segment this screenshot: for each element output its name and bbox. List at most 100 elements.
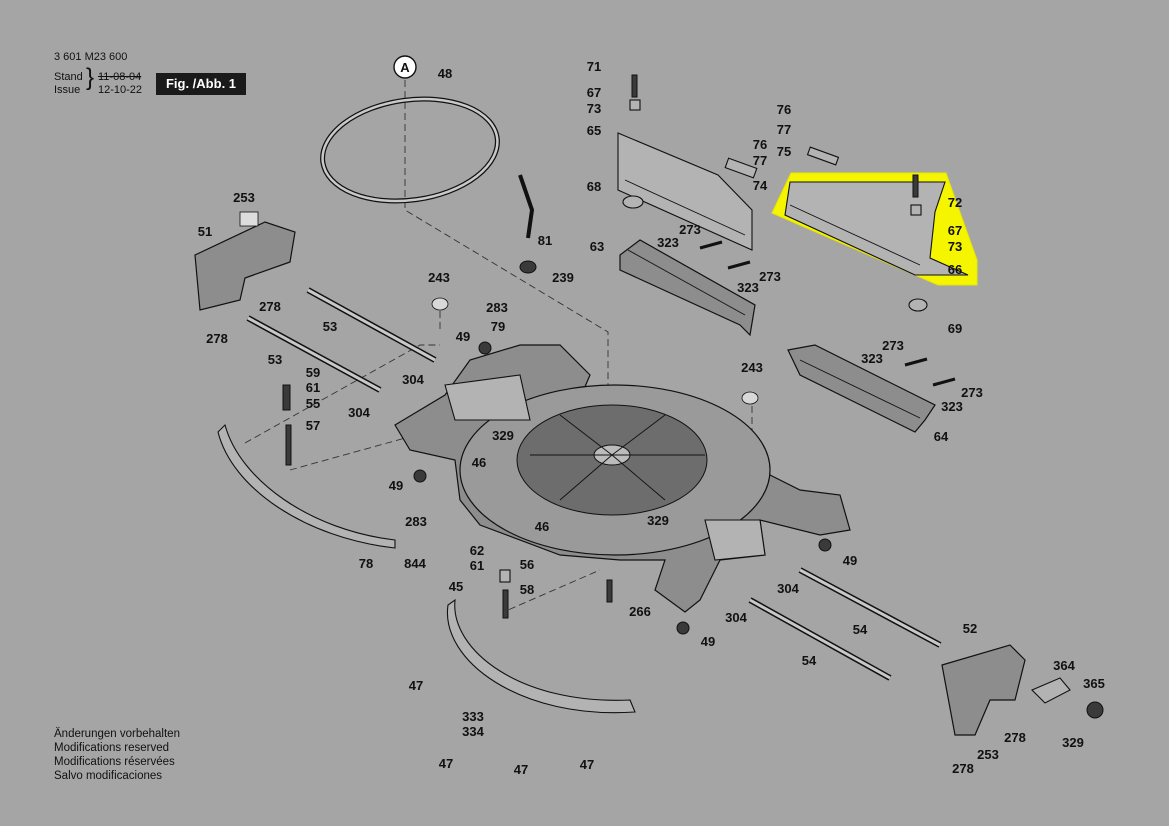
part-label-62: 62 bbox=[470, 543, 484, 558]
part-label-46: 46 bbox=[472, 455, 486, 470]
part-label-77: 77 bbox=[753, 153, 767, 168]
part-label-304: 304 bbox=[777, 581, 799, 596]
part-63-rail bbox=[619, 239, 756, 337]
part-label-364: 364 bbox=[1053, 658, 1075, 673]
footer-line-es: Salvo modificaciones bbox=[54, 770, 163, 782]
part-label-273: 273 bbox=[961, 385, 983, 400]
part-label-273: 273 bbox=[882, 338, 904, 353]
part-label-239: 239 bbox=[552, 270, 574, 285]
part-label-278: 278 bbox=[206, 331, 228, 346]
part-label-266: 266 bbox=[629, 604, 651, 619]
part-label-79: 79 bbox=[491, 319, 505, 334]
part-51-bracket bbox=[194, 211, 296, 311]
part-53-rods bbox=[246, 287, 437, 393]
stand-label: Stand bbox=[54, 71, 83, 83]
part-label-61: 61 bbox=[306, 380, 320, 395]
part-label-844: 844 bbox=[404, 556, 426, 571]
part-label-67: 67 bbox=[587, 85, 601, 100]
part-label-49: 49 bbox=[389, 478, 403, 493]
part-label-66: 66 bbox=[948, 262, 962, 277]
part-label-47: 47 bbox=[514, 762, 528, 777]
part-label-77: 77 bbox=[777, 122, 791, 137]
part-364-plate bbox=[1031, 677, 1071, 704]
part-81-clip bbox=[518, 174, 535, 239]
footer-notes: Änderungen vorbehalten Modifications res… bbox=[54, 727, 180, 783]
part-label-46: 46 bbox=[535, 519, 549, 534]
part-label-278: 278 bbox=[259, 299, 281, 314]
part-label-253: 253 bbox=[233, 190, 255, 205]
footer-line-fr: Modifications réservées bbox=[54, 756, 175, 768]
issue-date: 12-10-22 bbox=[98, 84, 143, 96]
part-label-323: 323 bbox=[861, 351, 883, 366]
main-base bbox=[394, 344, 851, 613]
part-label-329: 329 bbox=[492, 428, 514, 443]
brace-icon: } bbox=[86, 64, 95, 91]
part-label-49: 49 bbox=[456, 329, 470, 344]
part-label-329: 329 bbox=[1062, 735, 1084, 750]
part-54-rods bbox=[748, 567, 942, 681]
part-label-68: 68 bbox=[587, 179, 601, 194]
marker-circle bbox=[393, 55, 417, 79]
part-label-51: 51 bbox=[198, 224, 212, 239]
part-label-323: 323 bbox=[737, 280, 759, 295]
part-label-304: 304 bbox=[348, 405, 370, 420]
footer-line-en: Modifications reserved bbox=[54, 742, 170, 754]
part-label-49: 49 bbox=[843, 553, 857, 568]
part-label-365: 365 bbox=[1083, 676, 1105, 691]
part-label-71: 71 bbox=[587, 59, 601, 74]
part-label-47: 47 bbox=[580, 757, 594, 772]
part-label-48: 48 bbox=[438, 66, 452, 81]
part-label-54: 54 bbox=[802, 653, 817, 668]
part-48-ring bbox=[320, 96, 500, 204]
footer-line-de: Änderungen vorbehalten bbox=[54, 728, 180, 740]
part-78-segment bbox=[217, 423, 396, 549]
part-45-segment bbox=[446, 598, 636, 714]
part-label-74: 74 bbox=[753, 178, 768, 193]
part-64-rail bbox=[787, 344, 936, 433]
part-label-54: 54 bbox=[853, 622, 868, 637]
part-66-fence-right bbox=[784, 181, 969, 276]
part-52-bracket bbox=[941, 644, 1026, 736]
part-label-45: 45 bbox=[449, 579, 463, 594]
part-label-55: 55 bbox=[306, 396, 320, 411]
part-label-278: 278 bbox=[1004, 730, 1026, 745]
document-number: 3 601 M23 600 bbox=[54, 51, 128, 63]
part-label-243: 243 bbox=[741, 360, 763, 375]
part-label-334: 334 bbox=[462, 724, 484, 739]
marker-label: A bbox=[400, 60, 410, 75]
part-label-323: 323 bbox=[657, 235, 679, 250]
part-label-283: 283 bbox=[405, 514, 427, 529]
stand-date: 11-08-04 bbox=[98, 71, 142, 83]
part-label-59: 59 bbox=[306, 365, 320, 380]
part-label-283: 283 bbox=[486, 300, 508, 315]
part-label-329: 329 bbox=[647, 513, 669, 528]
part-label-75: 75 bbox=[777, 144, 791, 159]
part-label-78: 78 bbox=[359, 556, 373, 571]
part-label-273: 273 bbox=[759, 269, 781, 284]
part-label-47: 47 bbox=[439, 756, 453, 771]
part-label-56: 56 bbox=[520, 557, 534, 572]
part-label-323: 323 bbox=[941, 399, 963, 414]
part-label-65: 65 bbox=[587, 123, 601, 138]
part-label-49: 49 bbox=[701, 634, 715, 649]
small-hardware bbox=[282, 74, 956, 635]
part-label-76: 76 bbox=[777, 102, 791, 117]
part-label-72: 72 bbox=[948, 195, 962, 210]
part-label-253: 253 bbox=[977, 747, 999, 762]
part-label-53: 53 bbox=[323, 319, 337, 334]
issue-label: Issue bbox=[54, 84, 81, 96]
part-label-333: 333 bbox=[462, 709, 484, 724]
part-label-63: 63 bbox=[590, 239, 604, 254]
part-365-knob bbox=[1086, 701, 1104, 719]
figure-label: Fig. /Abb. 1 bbox=[156, 73, 246, 95]
part-label-64: 64 bbox=[934, 429, 949, 444]
part-label-76: 76 bbox=[753, 137, 767, 152]
part-label-304: 304 bbox=[725, 610, 747, 625]
part-label-47: 47 bbox=[409, 678, 423, 693]
part-label-61: 61 bbox=[470, 558, 484, 573]
part-label-67: 67 bbox=[948, 223, 962, 238]
part-label-73: 73 bbox=[587, 101, 601, 116]
part-label-57: 57 bbox=[306, 418, 320, 433]
